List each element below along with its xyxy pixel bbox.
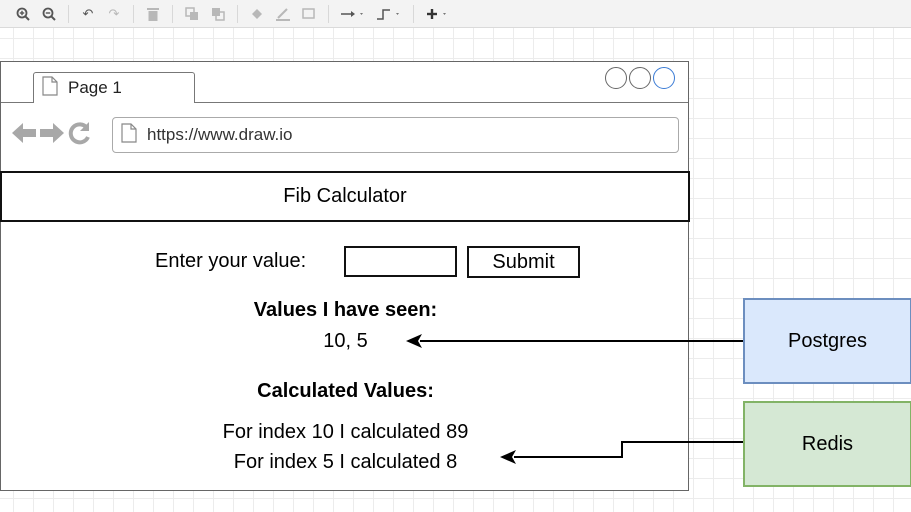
postgres-label: Postgres [788,329,867,352]
redis-box[interactable]: Redis [743,401,911,487]
calculated-value-line: For index 5 I calculated 8 [233,451,458,473]
editor-toolbar: ↶ ↷ [0,0,911,28]
toolbar-divider [68,4,69,23]
calculated-values-heading: Calculated Values: [257,380,434,402]
reload-icon[interactable] [67,120,93,151]
navigation-buttons [11,120,95,151]
window-control-icon[interactable] [629,67,651,89]
postgres-box[interactable]: Postgres [743,298,911,384]
url-text: https://www.draw.io [147,125,293,144]
shadow-icon[interactable] [300,5,318,23]
back-arrow-icon[interactable] [11,121,37,150]
zoom-in-icon[interactable] [14,5,32,23]
value-input[interactable] [344,246,457,277]
window-control-icon[interactable] [605,67,627,89]
toolbar-divider [237,4,238,23]
page-icon [42,75,58,101]
seen-values-text: 10, 5 [323,330,368,352]
tab-label: Page 1 [68,78,122,97]
toolbar-divider [328,4,329,23]
redis-connector[interactable] [514,441,743,458]
toolbar-divider [133,4,134,23]
page-icon [121,122,137,148]
address-bar[interactable]: https://www.draw.io [112,117,679,153]
arrowhead-icon [500,450,516,464]
undo-icon[interactable]: ↶ [82,5,94,21]
page-title: Fib Calculator [283,185,407,207]
window-control-icon[interactable] [653,67,675,89]
to-front-icon[interactable] [183,5,201,23]
connection-icon[interactable] [339,5,367,23]
redis-label: Redis [801,432,854,455]
calculated-value-line: For index 10 I calculated 89 [222,421,469,443]
waypoints-icon[interactable] [375,5,403,23]
to-back-icon[interactable] [209,5,227,23]
insert-icon[interactable] [424,5,452,23]
line-color-icon[interactable] [274,5,292,23]
toolbar-divider [413,4,414,23]
value-input-label: Enter your value: [155,250,307,272]
app-header: Fib Calculator [0,171,690,222]
toolbar-divider [172,4,173,23]
zoom-out-icon[interactable] [40,5,58,23]
window-controls [605,67,675,89]
arrowhead-icon [406,334,422,348]
submit-button[interactable]: Submit [467,246,580,278]
fill-color-icon[interactable] [248,5,266,23]
delete-icon[interactable] [144,5,162,23]
browser-tab[interactable]: Page 1 [33,72,195,103]
redo-icon[interactable]: ↷ [108,5,120,21]
forward-arrow-icon[interactable] [39,121,65,150]
browser-window-mockup: Page 1 https://www.draw.io Fib Calculato… [0,61,690,491]
tab-bar-divider [1,102,688,103]
seen-values-heading: Values I have seen: [253,299,438,321]
